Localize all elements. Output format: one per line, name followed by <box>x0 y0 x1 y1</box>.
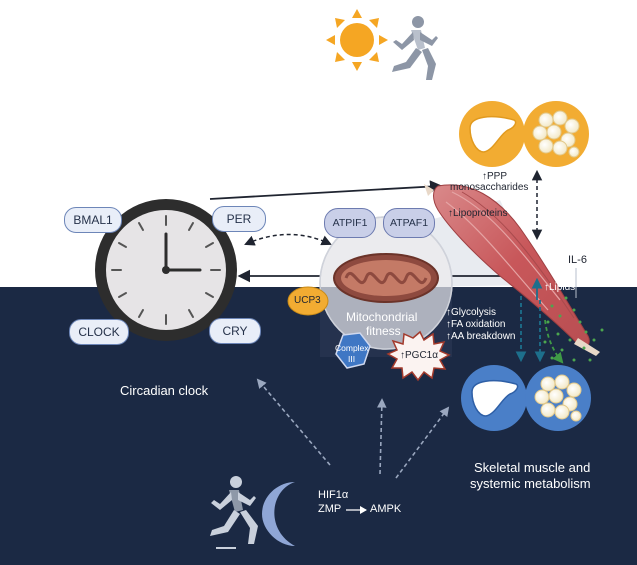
mitochondrion-icon <box>333 253 439 303</box>
complex-iii-icon <box>335 332 371 369</box>
cry-label: CRY <box>209 318 261 344</box>
runner-night-icon <box>210 476 258 549</box>
ppp-label: ↑PPP <box>482 171 508 182</box>
atpif1-label: ATPIF1 <box>324 208 376 238</box>
clock-label: CLOCK <box>69 319 129 345</box>
moon-icon <box>262 482 295 546</box>
muscle-caption-line1: Skeletal muscle and <box>474 460 591 475</box>
ucp3-badge <box>287 286 329 316</box>
runner-day-icon <box>392 16 438 80</box>
mito-title-line1: Mitochondrial <box>346 310 418 324</box>
clock-icon <box>95 199 237 341</box>
glycolysis-label: ↑Glycolysis <box>446 307 497 318</box>
aa-breakdown-label: ↑AA breakdown <box>446 331 516 342</box>
circadian-clock-caption: Circadian clock <box>120 383 209 398</box>
monosaccharides-label: monosaccharides <box>450 182 529 193</box>
hif1a-label: HIF1α <box>318 489 349 501</box>
zmp-label: ZMP <box>318 503 342 515</box>
adipose-icon-day <box>523 101 589 167</box>
per-label: PER <box>212 206 266 232</box>
mito-title-line2: fitness <box>366 324 401 338</box>
complex-line2: III <box>348 354 356 364</box>
lipid-dots <box>543 296 604 362</box>
ampk-label: AMPK <box>370 503 402 515</box>
liver-icon-night <box>461 365 527 431</box>
liver-icon-day <box>459 101 525 167</box>
adipose-icon-night <box>525 365 591 431</box>
pgc1a-burst <box>386 330 451 382</box>
bmal1-label: BMAL1 <box>64 207 122 233</box>
lipoproteins-label: ↑Lipoproteins <box>448 208 508 219</box>
lipids-label: ↑Lipids <box>544 282 576 293</box>
muscle-icon <box>424 184 600 356</box>
complex-line1: Complex <box>335 343 369 353</box>
fa-oxidation-label: ↑FA oxidation <box>446 319 506 330</box>
pgc1a-label: ↑PGC1α <box>400 350 439 361</box>
ucp3-label: UCP3 <box>294 295 321 306</box>
sun-icon <box>326 9 388 71</box>
il6-label: IL-6 <box>568 254 587 266</box>
muscle-caption-line2: systemic metabolism <box>470 476 591 491</box>
atpaf1-label: ATPAF1 <box>383 208 435 238</box>
